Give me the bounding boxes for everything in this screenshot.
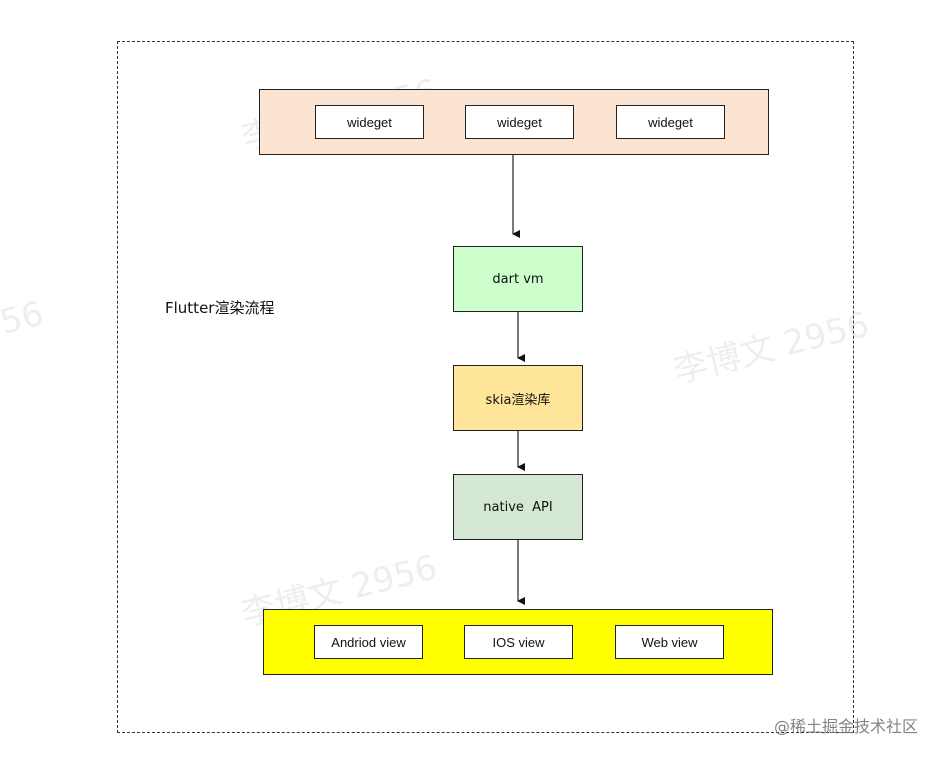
web-view-box: Web view [615,625,724,659]
diagram-title: Flutter渲染流程 [165,299,275,317]
dart-vm-node: dart vm [453,246,583,312]
native-api-node: native API [453,474,583,540]
skia-node: skia渲染库 [453,365,583,431]
android-view-box: Andriod view [314,625,423,659]
ios-view-box: IOS view [464,625,573,659]
widget-band: wideget wideget wideget [259,89,769,155]
widget-box-1: wideget [315,105,424,139]
footer-watermark: @稀土掘金技术社区 [773,717,918,736]
widget-box-2: wideget [465,105,574,139]
platform-band: Andriod view IOS view Web view [263,609,773,675]
widget-box-3: wideget [616,105,725,139]
diagram-frame [117,41,854,733]
